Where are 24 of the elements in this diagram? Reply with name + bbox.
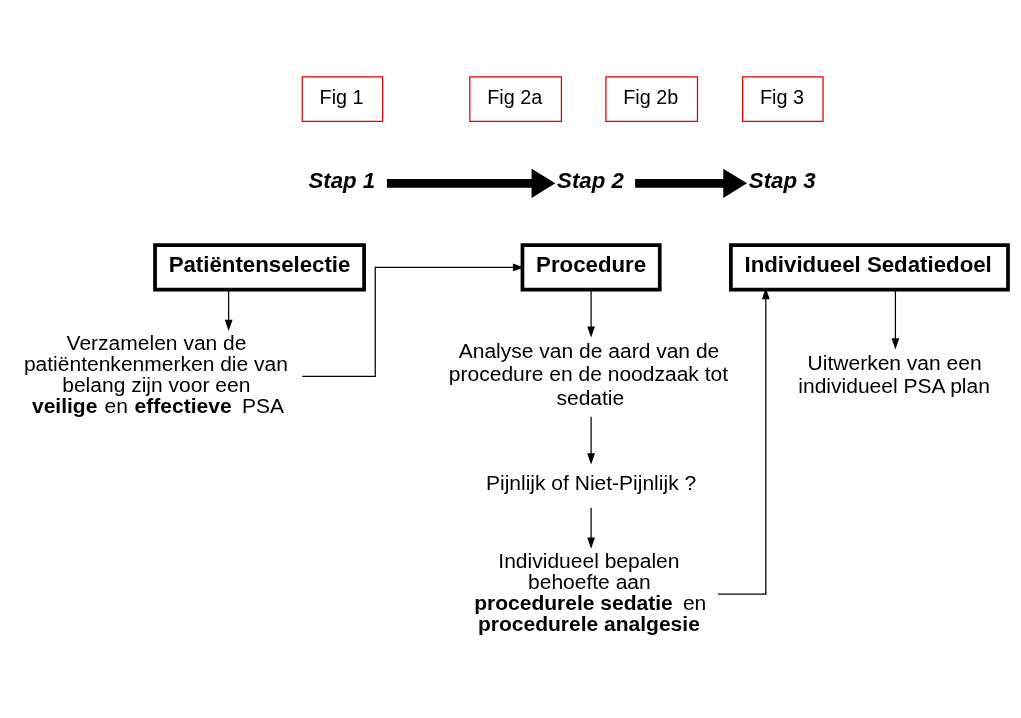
- node-box: Fig 1: [301, 76, 383, 123]
- node-box: Procedure: [520, 243, 662, 292]
- node-text: Stap 2: [556, 167, 624, 193]
- node-text: Stap 1: [307, 167, 375, 193]
- arrow: [716, 288, 770, 595]
- node-text: Analyse van de aard van de procedure en de noodzaak tot sedatie: [448, 338, 728, 409]
- arrow: [586, 507, 595, 549]
- node-text: Pijnlijk of Niet-Pijnlijk ?: [485, 471, 696, 495]
- arrow: [301, 263, 524, 377]
- node-box: Individueel Sedatiedoel: [728, 243, 1010, 292]
- node-box: Fig 3: [741, 76, 824, 123]
- node-box: Fig 2b: [604, 76, 698, 123]
- arrow: [586, 289, 595, 338]
- node-text: Uitwerken van een individueel PSA plan: [797, 350, 990, 398]
- node-text: Verzamelen van de patiëntenkenmerken die van belang zijn voor een veilige en effectieve PSA: [23, 330, 288, 417]
- node-box: Patiëntenselectie: [152, 243, 366, 292]
- arrow: [634, 168, 747, 198]
- arrow: [224, 289, 233, 331]
- node-text: Stap 3: [748, 167, 816, 193]
- node-box: Fig 2a: [468, 76, 562, 123]
- arrow: [386, 168, 555, 198]
- node-text: Individueel bepalen behoefte aan procedurele sedatie en procedurele analgesie: [473, 548, 706, 635]
- arrow: [586, 416, 595, 465]
- arrow: [891, 289, 899, 350]
